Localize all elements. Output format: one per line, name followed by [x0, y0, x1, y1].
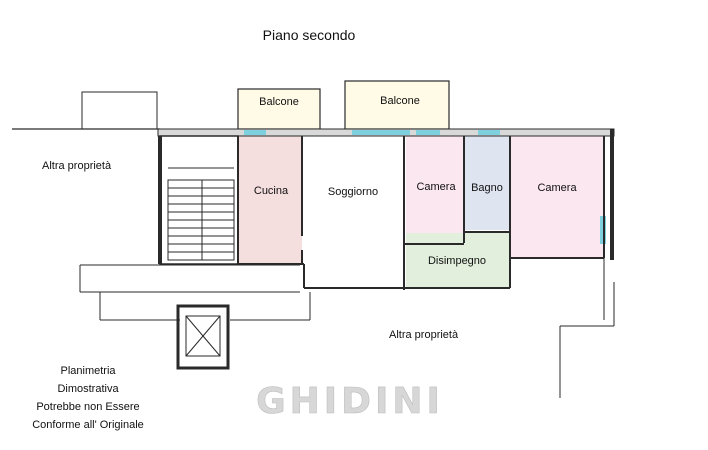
altra-proprieta-bottom: Altra proprietà: [389, 329, 459, 341]
bagno-room: [465, 136, 510, 230]
note-line-3: Potrebbe non Essere: [36, 401, 139, 413]
note-line-2: Dimostrativa: [57, 383, 119, 395]
window-1: [244, 130, 266, 135]
watermark: GHIDINI: [256, 381, 444, 422]
interior-walls: [237, 136, 605, 290]
disimpegno-label: Disimpegno: [428, 255, 486, 267]
balcone-left: [237, 88, 321, 130]
elevator-icon: [176, 304, 230, 370]
balcone-right-label: Balcone: [380, 95, 420, 107]
window-4: [478, 130, 500, 135]
cucina-label: Cucina: [254, 185, 289, 197]
note-line-1: Planimetria: [60, 365, 116, 377]
altra-proprieta-left: Altra proprietà: [42, 160, 112, 172]
camera-1-label: Camera: [416, 181, 456, 193]
balcone-left-label: Balcone: [259, 96, 299, 108]
altra-left-structure: [81, 91, 158, 129]
camera-2-label: Camera: [537, 182, 577, 194]
window-3: [416, 130, 440, 135]
soggiorno-label: Soggiorno: [328, 186, 378, 198]
outer-walls: [158, 129, 614, 264]
balcone-right: [344, 80, 450, 130]
disimpegno-room: [406, 233, 510, 287]
plan-title: Piano secondo: [263, 27, 356, 43]
bagno-label: Bagno: [471, 182, 503, 194]
staircase-icon: [167, 167, 235, 261]
window-2: [352, 130, 410, 135]
camera-2-room: [510, 136, 604, 258]
stair-core: [159, 135, 239, 265]
cucina-room: [238, 136, 302, 264]
corridor-lines: [79, 258, 615, 398]
note-line-4: Conforme all' Originale: [32, 419, 144, 431]
camera-1-room: [406, 136, 463, 244]
soggiorno-room: [304, 136, 404, 286]
